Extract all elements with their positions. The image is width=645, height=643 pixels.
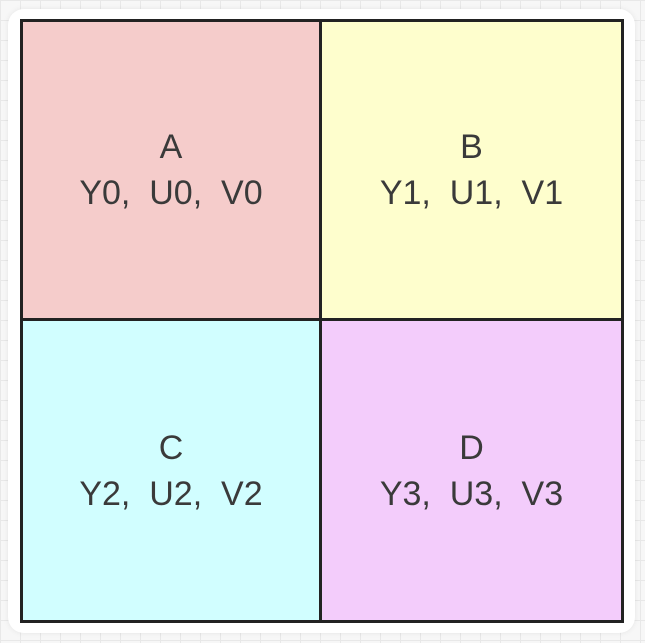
cell-a: A Y0, U0, V0 <box>23 22 322 321</box>
cell-a-values: Y0, U0, V0 <box>79 174 263 212</box>
cell-c-label: C <box>158 428 184 467</box>
cell-b-label: B <box>460 128 483 166</box>
cell-b: B Y1, U1, V1 <box>322 22 621 321</box>
cell-d-label: D <box>459 428 484 467</box>
cell-a-label: A <box>159 128 183 166</box>
cell-d: D Y3, U3, V3 <box>322 321 621 620</box>
cell-b-values: Y1, U1, V1 <box>379 174 564 212</box>
cell-d-values: Y3, U3, V3 <box>379 474 564 513</box>
pixel-grid: A Y0, U0, V0 B Y1, U1, V1 C Y2, U2, V2 D… <box>20 19 624 623</box>
cell-c-values: Y2, U2, V2 <box>79 474 263 513</box>
cell-c: C Y2, U2, V2 <box>23 321 322 620</box>
